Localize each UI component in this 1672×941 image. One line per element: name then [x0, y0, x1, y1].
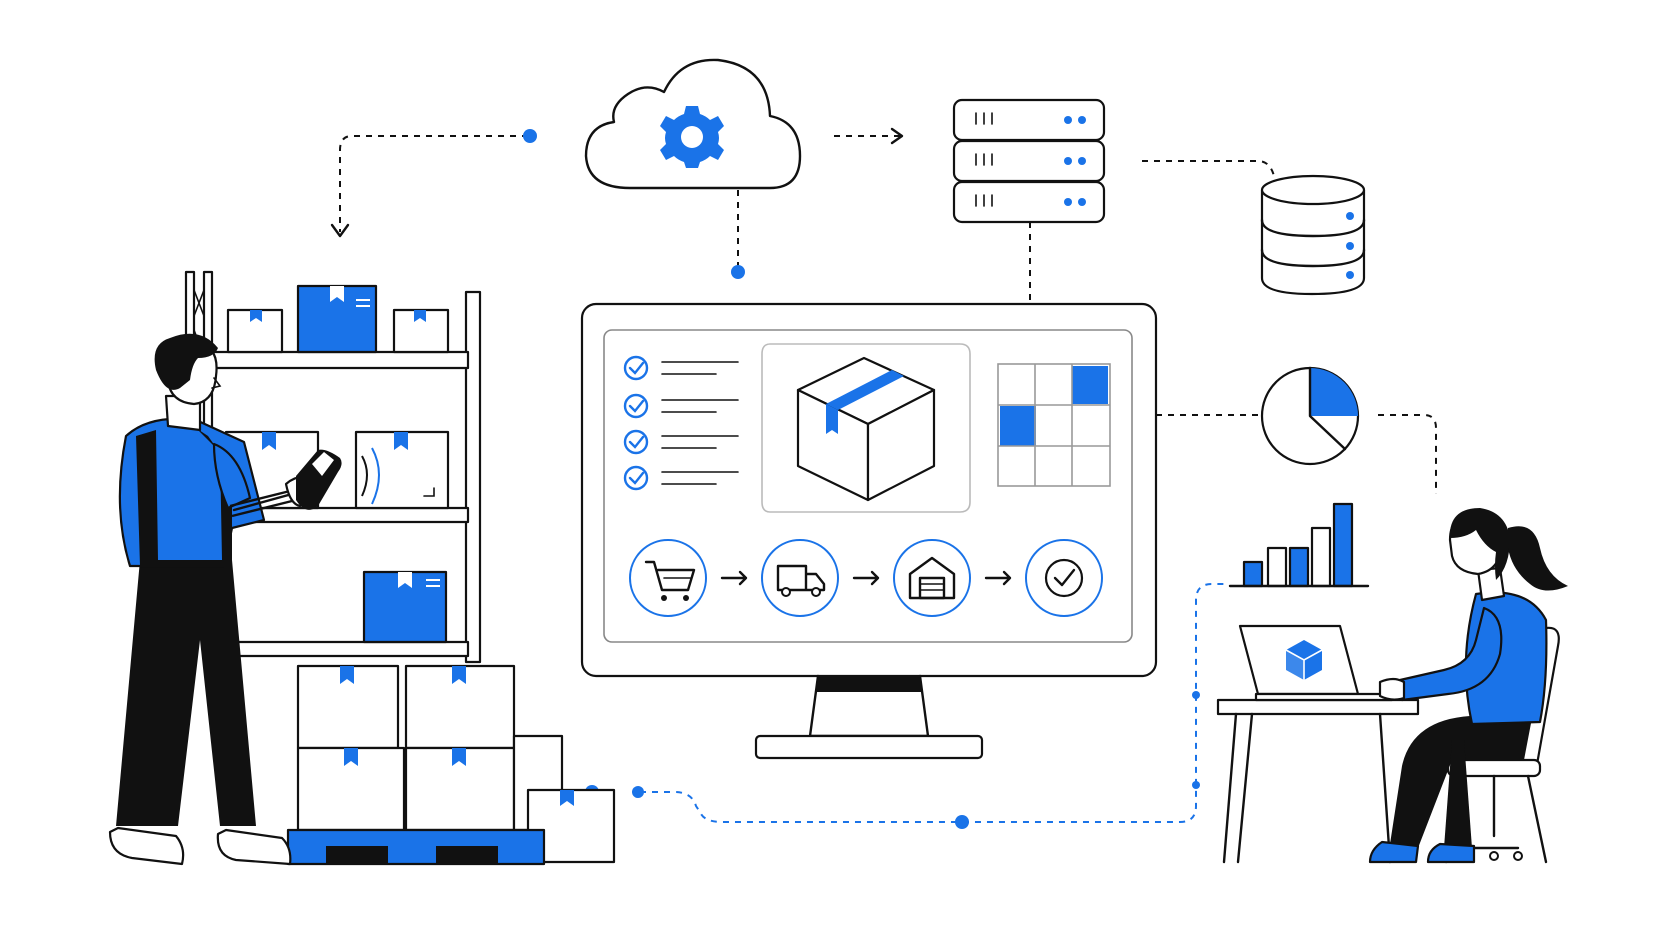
- warehouse-worker: [108, 333, 380, 866]
- check-row: [623, 465, 739, 491]
- package-panel: [761, 343, 971, 513]
- cloud-gear-icon: [584, 58, 802, 190]
- bar-chart-icon: [1228, 502, 1370, 588]
- warehouse-icon: [893, 539, 971, 617]
- truck-icon: [761, 539, 839, 617]
- office-worker: [1368, 508, 1568, 864]
- grid-panel: [997, 363, 1111, 487]
- check-row: [623, 429, 739, 455]
- checklist: [623, 355, 739, 491]
- server-rack-icon: [952, 98, 1106, 224]
- package-box-icon: [796, 356, 936, 502]
- gear-icon: [660, 106, 724, 168]
- cart-icon: [629, 539, 707, 617]
- check-circle-icon: [1025, 539, 1103, 617]
- workflow-steps: [629, 539, 1103, 617]
- database-icon: [1260, 174, 1366, 296]
- package-box-icon: [1285, 640, 1323, 680]
- scanner-device-icon: [296, 447, 380, 510]
- pallet-boxes: [286, 664, 616, 866]
- office-desk: [1216, 698, 1420, 864]
- check-row: [623, 393, 739, 419]
- pie-chart-icon: [1260, 366, 1360, 466]
- connection-lines: [330, 127, 1437, 829]
- check-row: [623, 355, 739, 381]
- laptop: [1238, 624, 1394, 702]
